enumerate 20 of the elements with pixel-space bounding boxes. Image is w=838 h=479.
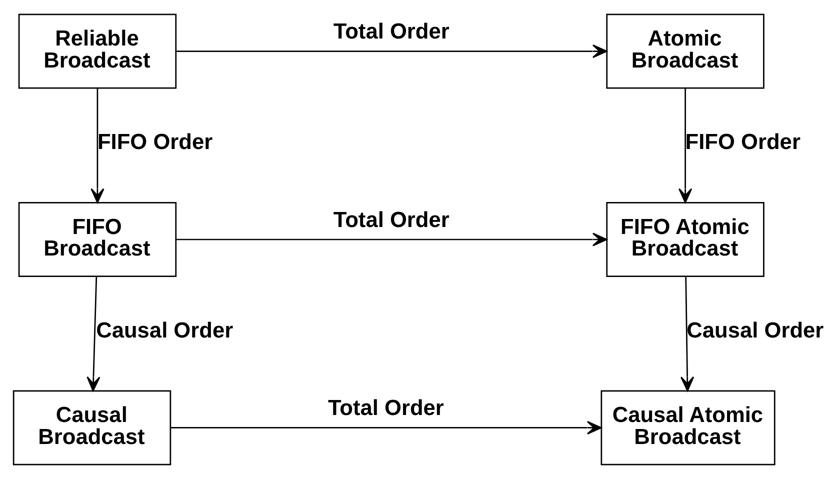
edge-label: Total Order <box>333 18 450 44</box>
node-box: Causal Broadcast <box>12 390 172 466</box>
node-box: Reliable Broadcast <box>18 14 177 89</box>
edge-label: Causal Order <box>96 317 234 342</box>
arrow <box>176 232 608 246</box>
node-box: Causal Atomic Broadcast <box>600 390 776 466</box>
node-box: FIFO Atomic Broadcast <box>606 202 764 277</box>
arrow <box>680 276 694 392</box>
node-box: Atomic Broadcast <box>606 14 764 89</box>
edge-label: FIFO Order <box>685 129 800 154</box>
node-box: FIFO Broadcast <box>18 202 177 277</box>
edge-label: Causal Order <box>686 317 824 342</box>
arrow <box>170 420 602 435</box>
arrow <box>678 88 692 204</box>
edge-label: Total Order <box>333 206 450 232</box>
edge-label: FIFO Order <box>97 129 213 154</box>
arrow <box>90 88 104 204</box>
edge-label: Total Order <box>328 395 444 420</box>
arrow <box>176 44 608 58</box>
arrow <box>86 276 100 392</box>
